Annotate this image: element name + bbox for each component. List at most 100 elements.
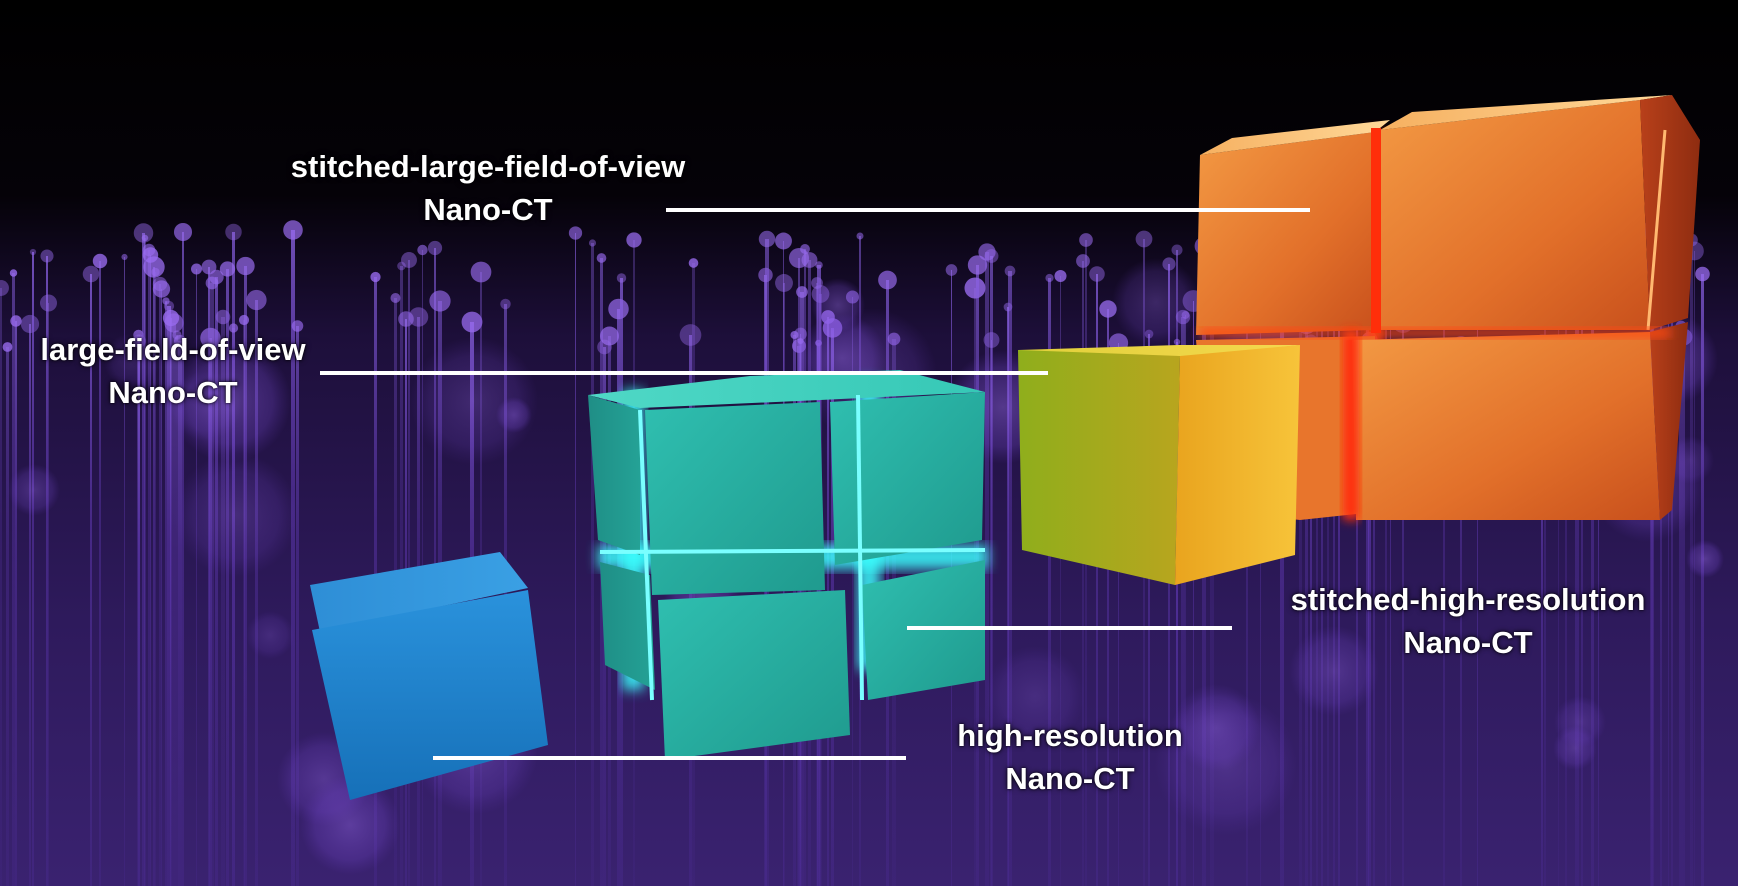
fiber-tip [173, 334, 187, 348]
fiber-tip [790, 330, 799, 340]
fiber-tip [626, 232, 642, 248]
blue-high-res-cube [310, 552, 548, 800]
fiber-tip [417, 244, 428, 256]
fiber-strand [90, 274, 92, 886]
fiber-tip [39, 294, 58, 312]
fiber-strand [1280, 289, 1284, 886]
fiber-strand [215, 277, 218, 886]
fiber-tip [775, 232, 792, 250]
fiber-tip [92, 253, 108, 269]
fiber-tip [162, 297, 170, 305]
fiber-strand [1366, 263, 1369, 886]
bokeh-circle [169, 340, 291, 462]
fiber-tip [1171, 244, 1183, 256]
fiber-strand [209, 338, 212, 886]
fiber-tip [238, 314, 250, 326]
fiber-strand [124, 257, 125, 886]
fiber-strand [1327, 272, 1329, 886]
fiber-tip [788, 247, 810, 269]
fiber-strand [1299, 307, 1302, 886]
fiber-tip [775, 274, 793, 292]
fiber-tip [152, 280, 171, 298]
fiber-strand [1305, 324, 1308, 886]
fiber-strand [0, 288, 2, 886]
fiber-tip [1135, 230, 1153, 248]
fiber-tip [141, 234, 149, 242]
fiber-tip [1045, 273, 1054, 283]
fiber-strand [243, 320, 245, 886]
fiber-tip [133, 223, 154, 243]
fiber-strand [296, 326, 299, 886]
fiber-tip [191, 263, 202, 275]
fiber-strand [1373, 315, 1375, 886]
fiber-tip [291, 320, 304, 332]
fiber-strand [196, 269, 197, 886]
fiber-strand [176, 335, 178, 886]
fiber-strand [1148, 334, 1150, 886]
fiber-tip [688, 258, 699, 268]
fiber-tip [978, 243, 996, 261]
fiber-strand [1671, 303, 1673, 886]
fiber-tip [596, 253, 607, 263]
bokeh-circle [1554, 696, 1606, 748]
fiber-tip [2, 342, 13, 352]
bokeh-circle [1686, 540, 1724, 578]
bokeh-circle [1172, 684, 1260, 772]
fiber-strand [144, 238, 146, 886]
fiber-strand [1651, 230, 1653, 886]
fiber-strand [1246, 307, 1248, 886]
fiber-strand [165, 301, 167, 886]
fiber-strand [1338, 306, 1340, 886]
bokeh-circle [8, 464, 60, 516]
fiber-tip [10, 315, 22, 327]
fiber-tip [390, 292, 401, 304]
fiber-tip [600, 326, 619, 346]
fiber-tip [40, 249, 54, 263]
fiber-tip [945, 264, 958, 276]
fiber-strand [6, 347, 9, 886]
fiber-tip [429, 290, 451, 312]
fiber-strand [48, 303, 49, 886]
fiber-tip [1079, 233, 1093, 247]
fiber-tip [173, 222, 193, 242]
fiber-tip [500, 298, 511, 310]
fiber-strand [1558, 262, 1559, 886]
fiber-strand [1460, 344, 1462, 886]
fiber-strand [1181, 317, 1185, 886]
fiber-tip [1695, 266, 1710, 282]
fiber-strand [1321, 255, 1323, 886]
fiber-tip [29, 248, 37, 256]
fiber-tip [1089, 266, 1105, 282]
fiber-strand [1541, 344, 1543, 886]
fiber-tip [0, 280, 9, 296]
fiber-strand [591, 243, 594, 886]
fiber-tip [461, 311, 483, 333]
yellow-large-fov-cube [1018, 345, 1300, 585]
bokeh-circle [1112, 258, 1200, 346]
fiber-strand [1443, 251, 1445, 886]
fiber-strand [226, 269, 229, 886]
fiber-strand [1176, 342, 1178, 886]
fiber-tip [679, 324, 702, 346]
fiber-strand [1402, 322, 1404, 886]
fiber-strand [46, 256, 48, 886]
fiber-tip [964, 277, 986, 299]
fiber-tip [20, 314, 40, 334]
cyan-high-res-cluster [588, 370, 988, 760]
fiber-strand [1260, 268, 1261, 886]
fiber-tip [246, 289, 267, 311]
fiber-strand [182, 232, 184, 886]
fiber-tip [408, 307, 429, 327]
bokeh-circle [985, 646, 1085, 746]
fiber-tip [470, 261, 492, 283]
fiber-tip [815, 261, 823, 269]
fiber-tip [201, 259, 217, 275]
fiber-tip [588, 239, 597, 247]
fiber-tip [151, 267, 160, 277]
fiber-strand [1390, 246, 1391, 886]
fiber-strand [1356, 313, 1358, 886]
fiber-tip [236, 256, 255, 276]
fiber-tip [225, 223, 242, 241]
fiber-strand [1701, 274, 1704, 886]
